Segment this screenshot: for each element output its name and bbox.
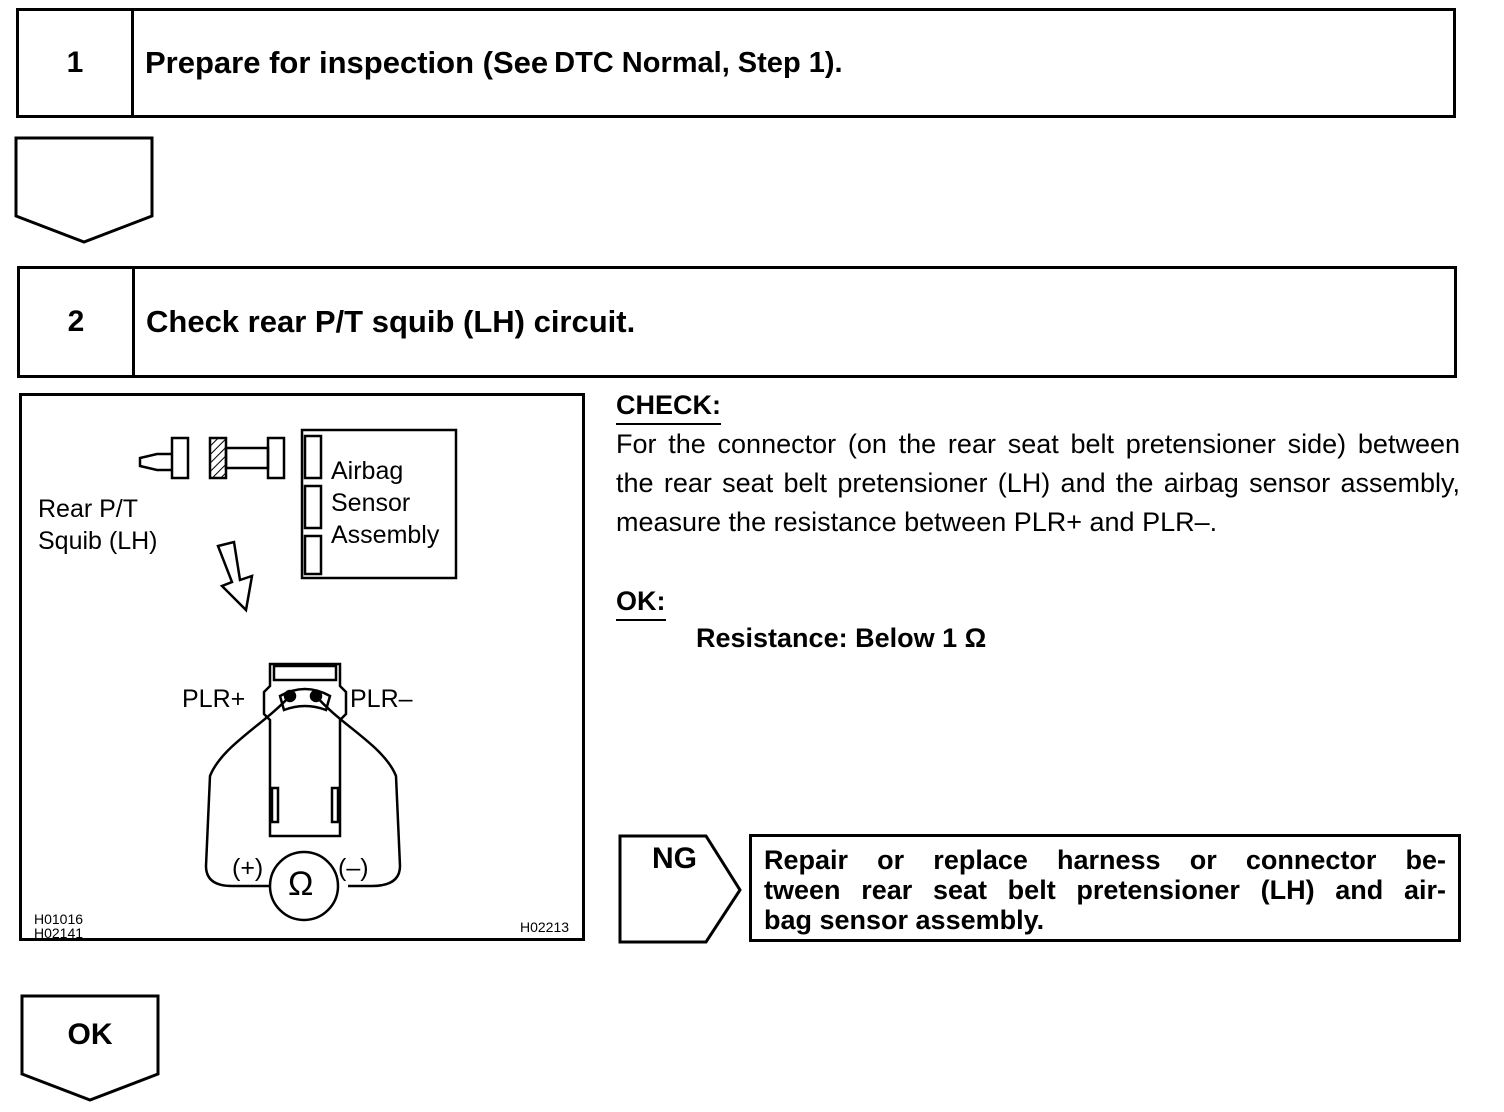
- figure-code-left-2: H02141: [34, 925, 84, 941]
- step-1-box: 1 Prepare for inspection (See DTC Normal…: [16, 8, 1456, 118]
- step-1-number: 1: [19, 11, 134, 115]
- ok-label: OK: [67, 1018, 113, 1051]
- check-body: For the connector (on the rear seat belt…: [616, 429, 1460, 537]
- ng-action-line-2: tween rear seat belt pretensioner (LH) a…: [764, 875, 1446, 905]
- step-2-box: 2 Check rear P/T squib (LH) circuit.: [17, 266, 1457, 378]
- pretensioner-connector-icon: [262, 662, 348, 838]
- step-1-title-text: Prepare for inspection (See: [145, 45, 549, 80]
- airbag-sensor-icon: [300, 428, 458, 580]
- terminal-plus-label: PLR+: [182, 685, 246, 713]
- squib-label: Rear P/T Squib (LH): [38, 495, 158, 555]
- check-heading: CHECK:: [616, 390, 721, 425]
- probe-plus-label: (+): [232, 854, 264, 882]
- figure-code-right: H02213: [520, 919, 570, 935]
- step-2-title: Check rear P/T squib (LH) circuit.: [146, 304, 636, 339]
- ohmmeter-leads: [204, 695, 402, 888]
- probe-minus-label: (–): [338, 854, 369, 882]
- pointer-arrow-icon: [216, 540, 254, 613]
- sensor-label: Airbag Sensor Assembly: [331, 457, 440, 549]
- ohmmeter-icon: [268, 850, 340, 922]
- squib-connector-icon: [138, 436, 286, 480]
- flow-arrow-down-icon: [14, 136, 154, 244]
- figure-code-left-1: H01016: [34, 911, 84, 927]
- ng-action-line-1: Repair or replace harness or connector b…: [764, 845, 1446, 875]
- ng-action-line-3: bag sensor assembly.: [764, 905, 1045, 935]
- connector-diagram: [138, 428, 458, 922]
- ng-arrow-icon: [618, 834, 742, 944]
- step-1-title-ref: DTC Normal, Step 1).: [554, 46, 843, 79]
- ng-label: NG: [652, 842, 697, 875]
- ok-heading: OK:: [616, 586, 666, 621]
- step-1-title: Prepare for inspection (See DTC Normal, …: [145, 11, 843, 115]
- inspection-figure: Rear P/T Squib (LH) Airbag Sensor Assemb…: [19, 393, 585, 941]
- step-2-number: 2: [20, 269, 135, 375]
- resistance-spec: Resistance: Below 1 Ω: [696, 623, 987, 653]
- terminal-minus-label: PLR–: [350, 685, 413, 713]
- ohm-symbol: Ω: [288, 865, 314, 903]
- ok-arrow-down-icon: [20, 994, 160, 1102]
- ng-action-box: Repair or replace harness or connector b…: [749, 834, 1461, 942]
